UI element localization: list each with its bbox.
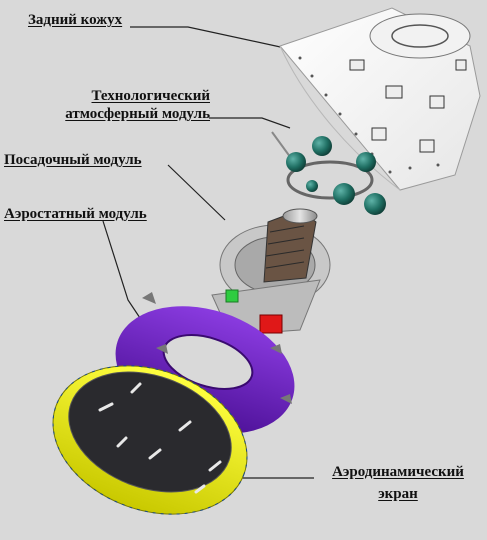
label-rear-casing: Задний кожух <box>28 12 123 28</box>
label-tech-module-line2: атмосферный модуль <box>65 106 210 122</box>
rear-casing-part <box>279 7 481 191</box>
tech-atmospheric-module-part <box>271 131 386 215</box>
label-aero-screen-line1: Аэродинамический <box>332 464 464 480</box>
label-tech-module-line1: Технологический <box>91 88 211 104</box>
label-aerostat-module: Аэростатный модуль <box>4 206 147 222</box>
leader-line-tech-module <box>209 117 291 129</box>
leader-lines <box>102 26 314 479</box>
label-aero-screen-line2: экран <box>378 486 418 502</box>
label-landing-module: Посадочный модуль <box>4 152 142 168</box>
leader-line-landing-module <box>167 164 226 221</box>
aerodynamic-screen-part <box>52 365 248 515</box>
leader-line-aerostat-module <box>102 220 141 319</box>
leader-line-rear-casing <box>130 26 286 49</box>
